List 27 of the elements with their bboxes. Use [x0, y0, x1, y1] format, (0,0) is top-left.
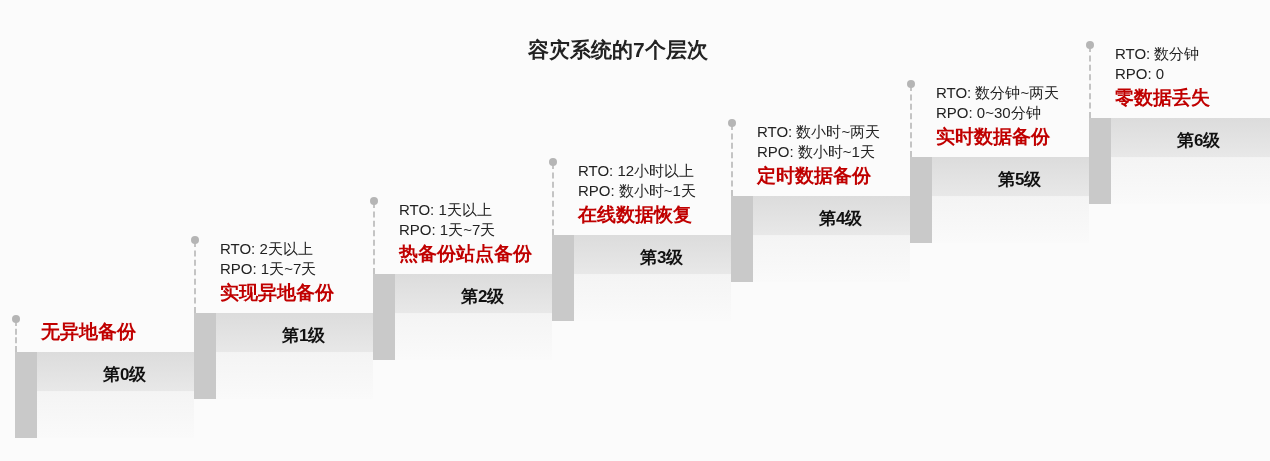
level-heading: 在线数据恢复 — [578, 203, 693, 227]
metric-text: RPO: 数小时~1天 — [757, 142, 876, 162]
metric-text: RPO: 0 — [1115, 64, 1166, 84]
level-label: 第0级 — [103, 364, 147, 386]
metric-text: RTO: 数分钟~两天 — [936, 83, 1061, 103]
metric-text: RPO: 1天~7天 — [399, 220, 497, 240]
diagram-title: 容灾系统的7个层次 — [528, 37, 708, 63]
level-label: 第1级 — [282, 325, 326, 347]
level-label: 第5级 — [998, 169, 1042, 191]
level-label: 第3级 — [640, 247, 684, 269]
metric-text: RTO: 1天以上 — [399, 200, 493, 220]
level-heading: 热备份站点备份 — [399, 242, 533, 266]
metric-text: RTO: 12小时以上 — [578, 161, 696, 181]
level-heading: 零数据丢失 — [1115, 86, 1211, 110]
level-label: 第4级 — [819, 208, 863, 230]
level-heading: 定时数据备份 — [757, 164, 872, 188]
level-heading: 无异地备份 — [41, 320, 137, 344]
metric-text: RPO: 数小时~1天 — [578, 181, 697, 201]
metric-text: RPO: 0~30分钟 — [936, 103, 1042, 123]
metric-text: RTO: 数小时~两天 — [757, 122, 882, 142]
level-heading: 实现异地备份 — [220, 281, 335, 305]
metric-text: RTO: 2天以上 — [220, 239, 314, 259]
level-label: 第6级 — [1177, 130, 1221, 152]
metric-text: RPO: 1天~7天 — [220, 259, 318, 279]
level-label: 第2级 — [461, 286, 505, 308]
metric-text: RTO: 数分钟 — [1115, 44, 1201, 64]
level-heading: 实时数据备份 — [936, 125, 1051, 149]
